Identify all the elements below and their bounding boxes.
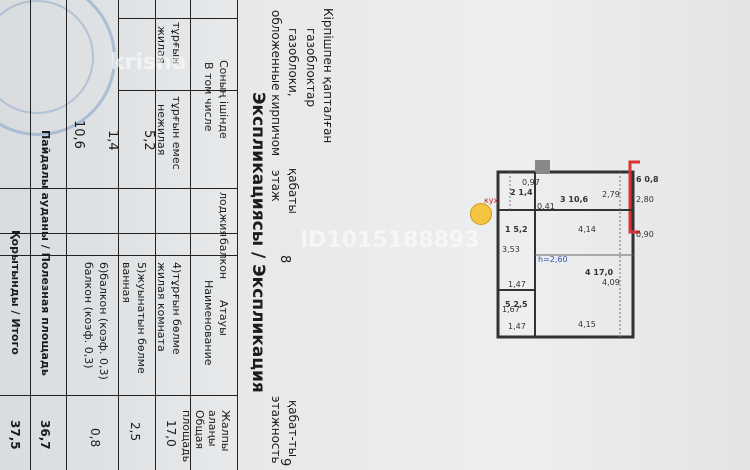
col-area-kz: Жалпы	[219, 410, 232, 452]
room-3: 3 10,6	[560, 195, 589, 204]
row-2-nonliving: 5,2	[141, 130, 156, 151]
row-2-name2: ванная	[120, 262, 133, 303]
col-turgyn-emes: тұрғын емес	[170, 96, 183, 170]
room-1: 1 5,2	[505, 225, 528, 234]
plan-dim: 0,41	[537, 202, 555, 211]
useful-area-label: Пайдалы ауданы / Полезная площадь	[39, 130, 52, 376]
useful-area-value: 36,7	[38, 420, 52, 450]
room-6: 6 0,8	[636, 175, 659, 184]
floor-plan-drawing	[496, 160, 658, 339]
room-4: 4 17,0	[585, 268, 614, 277]
explication-title: Экспликациясы / Экспликация	[248, 92, 268, 393]
col-nezhilaya: нежилая	[155, 104, 168, 156]
table-line	[118, 90, 237, 91]
plan-dim: 0,90	[636, 230, 654, 239]
ceiling-height: h=2,60	[538, 255, 568, 264]
etazhnost-value: 9	[277, 458, 292, 467]
material-ru: газоблоки,	[286, 28, 300, 97]
etazhnost-label: этажность	[269, 396, 283, 464]
kabatty-label: қабат-ты	[286, 400, 300, 458]
table-line	[66, 0, 67, 470]
emoji-sticker-icon	[470, 203, 492, 225]
table-line	[0, 395, 237, 396]
table-line	[237, 0, 238, 470]
plan-dim: 1,47	[508, 322, 526, 331]
etazh-value: 8	[277, 255, 292, 264]
room-5: 5 2,5	[505, 300, 528, 309]
table-line	[30, 0, 31, 470]
floor-plan: 2,79 2,80 0,90 4,14 4,09 4,15 1,47 1,47 …	[484, 160, 659, 345]
table-line	[155, 0, 156, 470]
col-area-kz2: алаңы	[206, 410, 219, 447]
col-sonyn-ishinde: Соның ішінде	[217, 60, 230, 139]
row-3-name2: балкон (коэф. 0,3)	[82, 262, 95, 369]
total-label: Қорытынды / Итого	[9, 230, 22, 355]
plan-dim: 3,53	[502, 245, 520, 254]
watermark-id: ID1015188893	[300, 228, 480, 253]
etazh-label: этаж	[269, 170, 283, 202]
plan-dim: 1,67	[502, 305, 520, 314]
row-2-area: 2,5	[128, 422, 142, 442]
watermark-site: krisha	[110, 50, 187, 75]
row-3-nonliving: 1,4	[105, 130, 120, 151]
plan-dim: 4,09	[602, 278, 620, 287]
row-2-name: 5)жуынатын бөлме	[135, 262, 148, 374]
row-3-name: 6)балкон (коэф. 0,3)	[97, 262, 110, 380]
row-1-name2: жилая комната	[155, 262, 168, 352]
living-total: 10,6	[71, 120, 86, 149]
row-1-name: 4)тұрғын бөлме	[170, 262, 183, 355]
plan-dim: 2,80	[636, 195, 654, 204]
row-3-area: 0,8	[88, 428, 102, 448]
col-area-ru: Общая	[193, 410, 206, 450]
table-line	[0, 233, 237, 234]
kitchen-mark: кух	[484, 196, 499, 205]
col-name-kz: Атауы	[217, 300, 230, 336]
col-name-ru: Наименование	[202, 280, 215, 366]
table-line	[190, 0, 191, 470]
row-1-area: 17,0	[164, 420, 178, 447]
col-area-ru2: площадь	[180, 410, 193, 463]
table-line	[118, 18, 237, 19]
kabaty-label: қабаты	[286, 168, 300, 214]
plan-dim: 4,15	[578, 320, 596, 329]
material-ru2: обложенные кирпичом	[269, 10, 283, 157]
material-kz2: газоблоктар	[304, 28, 318, 108]
plan-dim: 1,47	[508, 280, 526, 289]
plan-dim: 2,79	[602, 190, 620, 199]
seal-stamp-inner	[0, 0, 94, 114]
table-line	[118, 0, 119, 470]
table-line	[0, 188, 237, 189]
room-2: 2 1,4	[510, 188, 533, 197]
col-balcon: балкон	[217, 238, 230, 280]
col-v-tom-chisle: В том числе	[202, 62, 215, 132]
total-value: 37,5	[8, 420, 22, 450]
material-kz: Кірпішпен қапталған	[321, 8, 335, 144]
table-line	[0, 255, 237, 256]
plan-dim: 0,97	[522, 178, 540, 187]
plan-dim: 4,14	[578, 225, 596, 234]
col-loggia: лоджия	[217, 192, 230, 238]
